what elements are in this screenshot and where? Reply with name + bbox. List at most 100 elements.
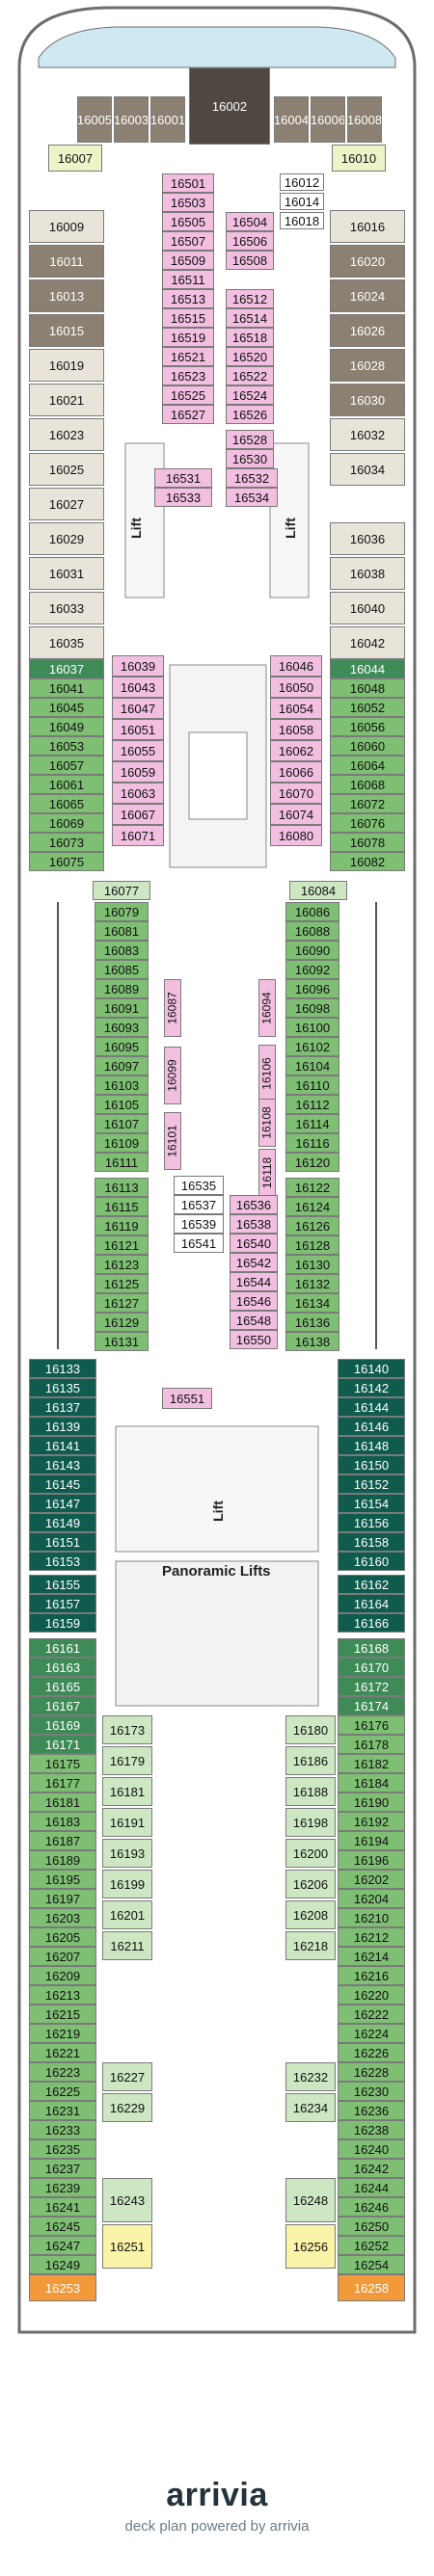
cabin-16163[interactable]: 16163 xyxy=(29,1658,96,1677)
cabin-16154[interactable]: 16154 xyxy=(338,1494,405,1513)
cabin-16010[interactable]: 16010 xyxy=(332,145,386,172)
cabin-16156[interactable]: 16156 xyxy=(338,1513,405,1532)
cabin-16145[interactable]: 16145 xyxy=(29,1474,96,1494)
cabin-16074[interactable]: 16074 xyxy=(270,804,322,825)
cabin-16125[interactable]: 16125 xyxy=(95,1274,149,1293)
cabin-16183[interactable]: 16183 xyxy=(29,1812,96,1831)
cabin-16504[interactable]: 16504 xyxy=(226,212,274,231)
cabin-16084[interactable]: 16084 xyxy=(289,881,347,900)
cabin-16521[interactable]: 16521 xyxy=(162,347,214,366)
cabin-16164[interactable]: 16164 xyxy=(338,1594,405,1613)
cabin-16196[interactable]: 16196 xyxy=(338,1850,405,1870)
cabin-16041[interactable]: 16041 xyxy=(29,678,104,698)
cabin-16231[interactable]: 16231 xyxy=(29,2101,96,2120)
cabin-16093[interactable]: 16093 xyxy=(95,1018,149,1037)
cabin-16044[interactable]: 16044 xyxy=(330,659,405,678)
cabin-16138[interactable]: 16138 xyxy=(285,1332,339,1351)
cabin-16047[interactable]: 16047 xyxy=(112,698,164,719)
cabin-16213[interactable]: 16213 xyxy=(29,1985,96,2005)
cabin-16120[interactable]: 16120 xyxy=(285,1153,339,1172)
cabin-16091[interactable]: 16091 xyxy=(95,998,149,1018)
cabin-16143[interactable]: 16143 xyxy=(29,1455,96,1474)
cabin-16540[interactable]: 16540 xyxy=(230,1234,278,1253)
cabin-16064[interactable]: 16064 xyxy=(330,756,405,775)
cabin-16228[interactable]: 16228 xyxy=(338,2062,405,2082)
cabin-16503[interactable]: 16503 xyxy=(162,193,214,212)
cabin-16019[interactable]: 16019 xyxy=(29,349,104,382)
cabin-16132[interactable]: 16132 xyxy=(285,1274,339,1293)
cabin-16215[interactable]: 16215 xyxy=(29,2005,96,2024)
cabin-16520[interactable]: 16520 xyxy=(226,347,274,366)
cabin-16175[interactable]: 16175 xyxy=(29,1754,96,1773)
cabin-16133[interactable]: 16133 xyxy=(29,1359,96,1378)
cabin-16546[interactable]: 16546 xyxy=(230,1291,278,1311)
cabin-16190[interactable]: 16190 xyxy=(338,1793,405,1812)
cabin-16018[interactable]: 16018 xyxy=(280,212,324,229)
cabin-16031[interactable]: 16031 xyxy=(29,557,104,590)
cabin-16179[interactable]: 16179 xyxy=(102,1746,152,1775)
cabin-16039[interactable]: 16039 xyxy=(112,655,164,677)
cabin-16539[interactable]: 16539 xyxy=(174,1214,224,1234)
cabin-16155[interactable]: 16155 xyxy=(29,1575,96,1594)
cabin-16227[interactable]: 16227 xyxy=(102,2062,152,2091)
cabin-16048[interactable]: 16048 xyxy=(330,678,405,698)
cabin-16537[interactable]: 16537 xyxy=(174,1195,224,1214)
cabin-16249[interactable]: 16249 xyxy=(29,2255,96,2274)
cabin-16182[interactable]: 16182 xyxy=(338,1754,405,1773)
cabin-16176[interactable]: 16176 xyxy=(338,1715,405,1735)
cabin-16124[interactable]: 16124 xyxy=(285,1197,339,1216)
cabin-16171[interactable]: 16171 xyxy=(29,1735,96,1754)
cabin-16193[interactable]: 16193 xyxy=(102,1839,152,1868)
cabin-16032[interactable]: 16032 xyxy=(330,418,405,451)
cabin-16060[interactable]: 16060 xyxy=(330,736,405,756)
cabin-16169[interactable]: 16169 xyxy=(29,1715,96,1735)
cabin-16246[interactable]: 16246 xyxy=(338,2197,405,2217)
cabin-16013[interactable]: 16013 xyxy=(29,279,104,312)
cabin-16211[interactable]: 16211 xyxy=(102,1931,152,1960)
cabin-16548[interactable]: 16548 xyxy=(230,1311,278,1330)
cabin-16170[interactable]: 16170 xyxy=(338,1658,405,1677)
cabin-16247[interactable]: 16247 xyxy=(29,2236,96,2255)
cabin-16192[interactable]: 16192 xyxy=(338,1812,405,1831)
cabin-16134[interactable]: 16134 xyxy=(285,1293,339,1313)
cabin-16248[interactable]: 16248 xyxy=(285,2178,336,2222)
cabin-16025[interactable]: 16025 xyxy=(29,453,104,486)
cabin-16194[interactable]: 16194 xyxy=(338,1831,405,1850)
cabin-16511[interactable]: 16511 xyxy=(162,270,214,289)
cabin-16094[interactable]: 16094 xyxy=(258,979,276,1037)
cabin-16220[interactable]: 16220 xyxy=(338,1985,405,2005)
cabin-16081[interactable]: 16081 xyxy=(95,921,149,941)
cabin-16223[interactable]: 16223 xyxy=(29,2062,96,2082)
cabin-16049[interactable]: 16049 xyxy=(29,717,104,736)
cabin-16200[interactable]: 16200 xyxy=(285,1839,336,1868)
cabin-16128[interactable]: 16128 xyxy=(285,1235,339,1255)
cabin-16100[interactable]: 16100 xyxy=(285,1018,339,1037)
cabin-16054[interactable]: 16054 xyxy=(270,698,322,719)
cabin-16002[interactable]: 16002 xyxy=(189,67,270,145)
cabin-16181[interactable]: 16181 xyxy=(102,1777,152,1806)
cabin-16080[interactable]: 16080 xyxy=(270,825,322,846)
cabin-16106[interactable]: 16106 xyxy=(258,1045,276,1102)
cabin-16235[interactable]: 16235 xyxy=(29,2139,96,2159)
cabin-16530[interactable]: 16530 xyxy=(226,449,274,468)
cabin-16252[interactable]: 16252 xyxy=(338,2236,405,2255)
cabin-16101[interactable]: 16101 xyxy=(164,1112,181,1170)
cabin-16216[interactable]: 16216 xyxy=(338,1966,405,1985)
cabin-16234[interactable]: 16234 xyxy=(285,2093,336,2122)
cabin-16096[interactable]: 16096 xyxy=(285,979,339,998)
cabin-16527[interactable]: 16527 xyxy=(162,405,214,424)
cabin-16075[interactable]: 16075 xyxy=(29,852,104,871)
cabin-16513[interactable]: 16513 xyxy=(162,289,214,308)
cabin-16119[interactable]: 16119 xyxy=(95,1216,149,1235)
cabin-16115[interactable]: 16115 xyxy=(95,1197,149,1216)
cabin-16158[interactable]: 16158 xyxy=(338,1532,405,1552)
cabin-16207[interactable]: 16207 xyxy=(29,1947,96,1966)
cabin-16197[interactable]: 16197 xyxy=(29,1889,96,1908)
cabin-16208[interactable]: 16208 xyxy=(285,1900,336,1929)
cabin-16109[interactable]: 16109 xyxy=(95,1133,149,1153)
cabin-16189[interactable]: 16189 xyxy=(29,1850,96,1870)
cabin-16144[interactable]: 16144 xyxy=(338,1397,405,1417)
cabin-16501[interactable]: 16501 xyxy=(162,173,214,193)
cabin-16203[interactable]: 16203 xyxy=(29,1908,96,1927)
cabin-16016[interactable]: 16016 xyxy=(330,210,405,243)
